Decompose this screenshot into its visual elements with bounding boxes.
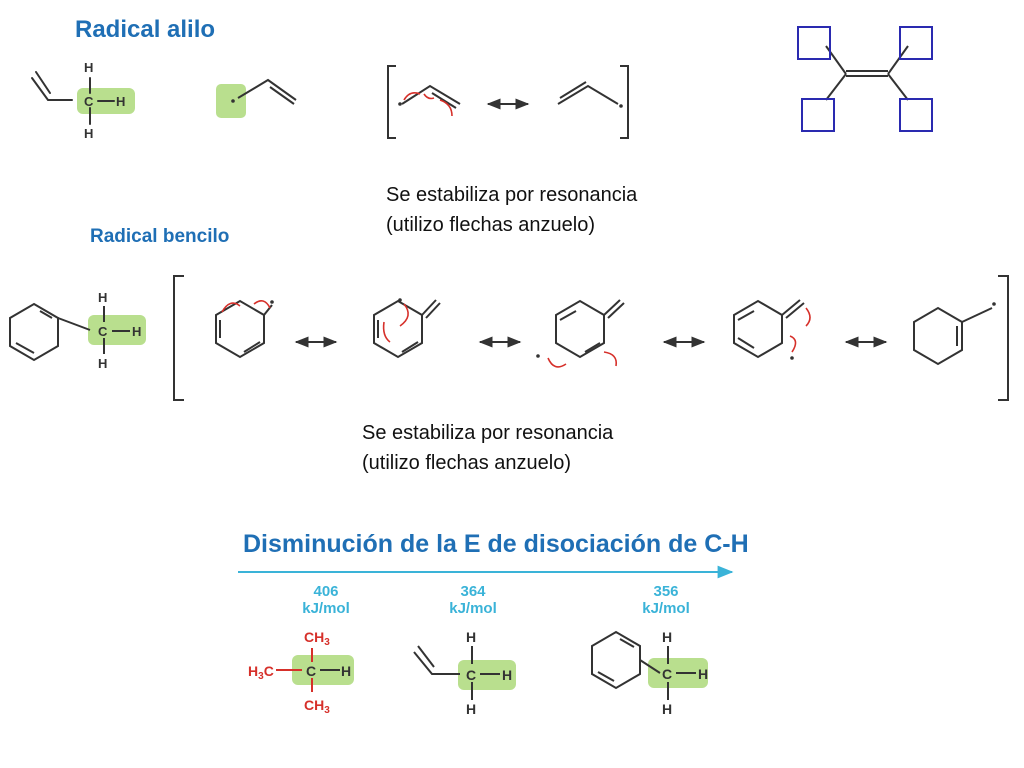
bde-value-benzyl: 356 kJ/mol [630,583,702,617]
allyl-h-right: H [116,94,125,109]
benzyl-dot-1 [270,300,274,304]
benzyl-h-top: H [98,290,107,305]
bde-value-allyl: 364 kJ/mol [437,583,509,617]
allyl-title: Radical alilo [75,16,216,43]
allyl-note-line2: (utilizo flechas anzuelo) [386,214,595,236]
benzyl2-h-bottom: H [662,701,672,717]
isobutane-molecule [276,648,354,692]
allyl-radical-dot-1 [398,102,402,106]
benzyl2-h-top: H [662,629,672,645]
allyl-c: C [84,94,94,109]
allyl-molecule-1 [31,71,135,125]
benzyl-c: C [98,324,108,339]
orbital-square-4 [899,98,933,132]
benzyl-h-bottom: H [98,356,107,371]
allyl2-h-right: H [502,667,512,683]
benzyl-resonance-note: Se estabiliza por resonancia (utilizo fl… [362,418,613,478]
allyl-h-top: H [84,60,93,75]
isobutane-ch3-top: CH3 [304,629,330,648]
benzyl-note-line2: (utilizo flechas anzuelo) [362,452,571,474]
allyl-resonance-note: Se estabiliza por resonancia (utilizo fl… [386,180,637,240]
allyl2-h-bottom: H [466,701,476,717]
bde-unit-2: kJ/mol [449,600,497,617]
benzyl-dot-2 [398,298,402,302]
bde-title: Disminución de la E de disociación de C-… [243,530,749,558]
bde-value-1: 406 [313,583,339,600]
allyl-radical [216,78,297,118]
orbital-square-1 [797,26,831,60]
benzyl-note-line1: Se estabiliza por resonancia [362,422,614,444]
allyl-molecule-2 [413,645,516,700]
orbital-square-3 [801,98,835,132]
isobutane-h3c-left: H3C [248,663,274,682]
allyl-h-bottom: H [84,126,93,141]
benzyl-dot-5 [992,302,996,306]
benzyl-dot-4 [790,356,794,360]
benzyl2-h-right: H [698,666,708,682]
benzyl-molecule-2 [591,630,708,700]
ethylene-orbital-diagram [797,26,933,132]
benzyl-resonance [173,275,1009,401]
bde-unit-1: kJ/mol [302,600,350,617]
benzyl-molecule [9,302,146,362]
bde-value-3: 356 [653,583,679,600]
allyl-resonance [387,65,629,139]
benzyl2-c: C [662,666,672,682]
orbital-square-2 [899,26,933,60]
allyl2-c: C [466,667,476,683]
allyl-note-line1: Se estabiliza por resonancia [386,184,638,206]
bde-value-2: 364 [460,583,486,600]
benzyl-title: Radical bencilo [90,226,230,247]
bde-value-isobutane: 406 kJ/mol [290,583,362,617]
allyl-radical-dot-2 [619,104,623,108]
benzyl-h-right: H [132,324,141,339]
bde-unit-3: kJ/mol [642,600,690,617]
isobutane-c: C [306,663,316,679]
benzyl-dot-3 [536,354,540,358]
isobutane-ch3-bottom: CH3 [304,697,330,716]
allyl2-h-top: H [466,629,476,645]
isobutane-h: H [341,663,351,679]
